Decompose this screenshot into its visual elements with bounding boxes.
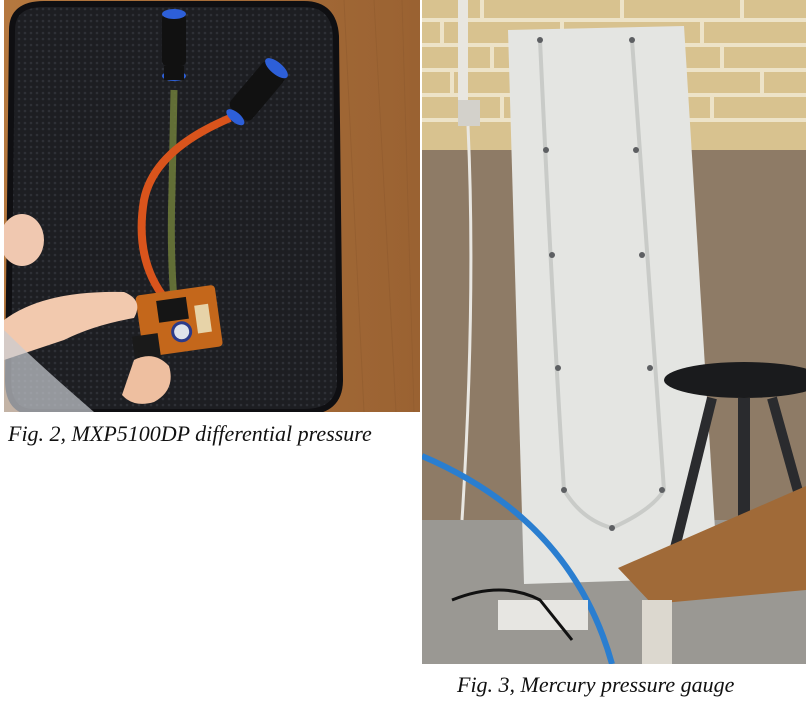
figure-3-photo bbox=[422, 0, 806, 664]
sensor-board-image bbox=[4, 0, 420, 412]
figure-3-caption: Fig. 3, Mercury pressure gauge bbox=[457, 672, 735, 697]
mercury-gauge-image bbox=[422, 0, 806, 664]
figure-2-caption: Fig. 2, MXP5100DP differential pressure bbox=[8, 421, 372, 446]
figure-2-photo bbox=[4, 0, 420, 412]
